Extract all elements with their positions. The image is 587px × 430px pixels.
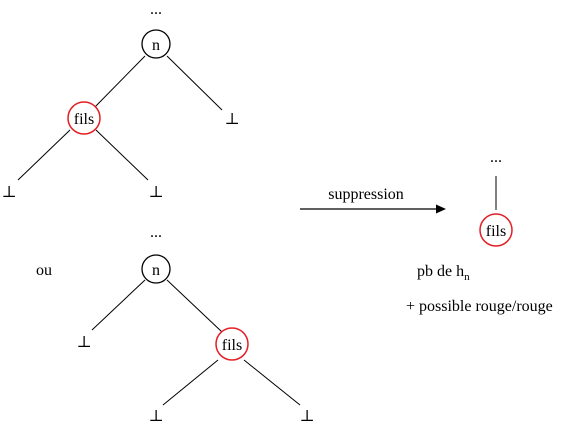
problem-main: pb de h — [417, 263, 464, 280]
tree-bottom-ellipsis: ... — [150, 224, 162, 241]
edge-fils-to-right-leaf — [243, 359, 301, 406]
operation-label: suppression — [328, 186, 404, 203]
result-ellipsis: ... — [490, 149, 502, 166]
node-fils-label: fils — [486, 223, 506, 240]
node-fils — [215, 327, 249, 361]
deletion-arrow: suppression — [300, 186, 446, 214]
node-fils-label: fils — [222, 337, 242, 354]
edge-n-to-leaf — [91, 279, 146, 331]
edge-n-to-leaf — [166, 55, 223, 111]
leaf-bottom-symbol: ⊥ — [148, 408, 163, 425]
leaf-bottom-symbol: ⊥ — [76, 334, 91, 351]
leaf-bottom-symbol: ⊥ — [224, 111, 239, 128]
node-fils-label: fils — [74, 111, 94, 128]
node-n — [141, 254, 171, 284]
tree-top-ellipsis: ... — [150, 1, 162, 18]
edge-n-to-fils — [166, 279, 223, 333]
problem-subscript: n — [464, 271, 470, 283]
node-n-label: n — [152, 262, 160, 279]
possible-red-red-text: + possible rouge/rouge — [406, 298, 553, 315]
edge-fils-to-left-leaf — [17, 129, 71, 181]
leaf-bottom-symbol: ⊥ — [299, 408, 314, 425]
node-fils — [479, 213, 513, 247]
node-n — [141, 29, 171, 59]
tree-top: ... n fils ⊥ ⊥ ⊥ — [1, 1, 239, 201]
leaf-bottom-symbol: ⊥ — [1, 184, 16, 201]
leaf-bottom-symbol: ⊥ — [148, 184, 163, 201]
node-fils — [67, 101, 101, 135]
alternative-label: ou — [36, 262, 52, 279]
edge-fils-to-left-leaf — [162, 359, 219, 406]
result: ... fils pb de hn + possible rouge/rouge — [406, 149, 553, 315]
problem-text: pb de hn — [417, 263, 470, 283]
edge-fils-to-right-leaf — [95, 129, 149, 181]
tree-bottom: ou ... n fils ⊥ ⊥ ⊥ — [36, 224, 315, 425]
arrow-head-icon — [436, 204, 446, 214]
node-n-label: n — [152, 37, 160, 54]
edge-n-to-fils — [91, 55, 146, 111]
